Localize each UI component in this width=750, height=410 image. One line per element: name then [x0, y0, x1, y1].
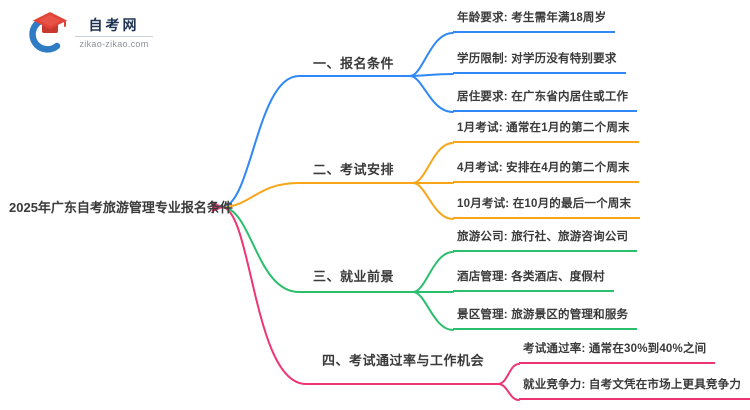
branch-3-child-1: 旅游公司: 旅行社、旅游咨询公司: [453, 230, 638, 252]
branch-1-label: 一、报名条件: [313, 56, 395, 71]
central-anchor: [212, 202, 225, 212]
branch-1-child-2: 学历限制: 对学历没有特别要求: [453, 52, 626, 74]
logo-divider: [75, 35, 153, 37]
site-name: 自考网: [88, 16, 140, 33]
graduation-cap-icon: [29, 12, 67, 53]
branch-2-child-3-connector: [412, 182, 454, 220]
branch-1-child-1-connector: [409, 32, 454, 77]
branch-2-child-3: 10月考试: 在10月的最后一个周末: [453, 197, 641, 219]
branch-4-child-2-connector: [497, 383, 520, 401]
branch-4-child-2: 就业竞争力: 自考文凭在市场上更具竞争力: [519, 378, 750, 400]
branch-2-child-1-connector: [412, 142, 454, 184]
branch-1-child-3: 居住要求: 在广东省内居住或工作: [453, 90, 638, 112]
branch-4-connector: [222, 206, 499, 385]
central-topic: 2025年广东自考旅游管理专业报名条件: [9, 200, 233, 215]
branch-3-label: 三、就业前景: [313, 269, 395, 284]
branch-1-child-3-connector: [409, 75, 454, 113]
branch-2-child-1: 1月考试: 通常在1月的第二个周末: [453, 121, 639, 143]
site-logo: 自考网 zikao-zikao.com: [26, 10, 153, 54]
branch-1-child-2-connector: [409, 73, 454, 77]
site-url: zikao-zikao.com: [79, 38, 149, 49]
branch-3-connector: [222, 206, 414, 293]
branch-4-child-1: 考试通过率: 通常在30%到40%之间: [519, 342, 716, 364]
branch-1-child-1: 年龄要求: 考生需年满18周岁: [453, 11, 616, 33]
branch-3-child-3: 景区管理: 旅游景区的管理和服务: [453, 308, 638, 330]
branch-3-child-1-connector: [412, 251, 454, 293]
branch-2-label: 二、考试安排: [313, 162, 395, 177]
branch-1-connector: [222, 75, 411, 208]
branch-3-child-2: 酒店管理: 各类酒店、度假村: [453, 270, 614, 292]
branch-2-child-2: 4月考试: 安排在4月的第二个周末: [453, 161, 639, 183]
branch-2-connector: [222, 182, 414, 208]
branch-3-child-3-connector: [412, 291, 454, 331]
branch-4-label: 四、考试通过率与工作机会: [322, 353, 485, 368]
branch-4-child-1-connector: [497, 363, 520, 385]
